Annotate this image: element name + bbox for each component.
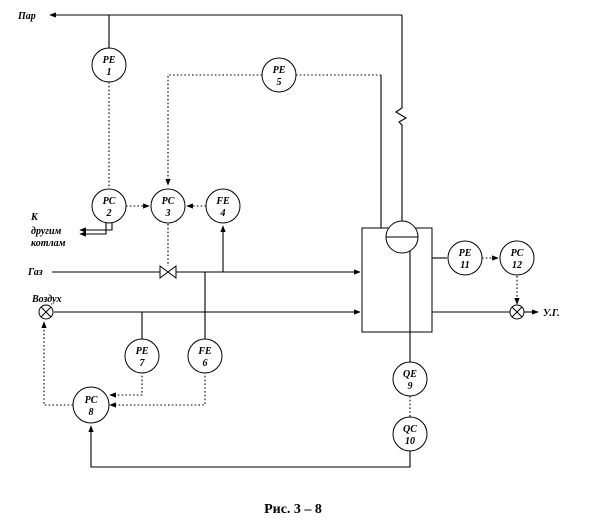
svg-text:4: 4 — [220, 208, 226, 219]
pe5-left-signal — [165, 74, 262, 186]
instrument-pe1: PE 1 — [91, 47, 127, 83]
steam-riser-line — [394, 15, 408, 222]
svg-text:6: 6 — [203, 358, 208, 369]
svg-text:PC: PC — [85, 395, 98, 406]
instrument-qc10: QC 10 — [392, 416, 428, 452]
svg-text:FE: FE — [215, 196, 230, 207]
svg-text:5: 5 — [277, 77, 282, 88]
svg-text:3: 3 — [165, 208, 171, 219]
svg-text:10: 10 — [405, 436, 415, 447]
gas-label: Газ — [27, 267, 43, 278]
svg-text:11: 11 — [460, 260, 469, 271]
instrument-qe9: QE 9 — [392, 361, 428, 397]
flue-gas-label: У.Г. — [543, 308, 560, 319]
svg-text:PE: PE — [459, 248, 472, 259]
to-other-boilers-label-1: К — [30, 212, 39, 223]
svg-text:PE: PE — [136, 346, 149, 357]
svg-text:PE: PE — [103, 55, 116, 66]
pe7-to-pc8-signal — [109, 372, 143, 398]
pc2-to-other-boilers-line-2 — [79, 223, 107, 237]
qc10-to-pc8-line — [88, 425, 411, 468]
svg-text:PC: PC — [103, 196, 116, 207]
svg-text:7: 7 — [140, 358, 146, 369]
svg-text:8: 8 — [89, 407, 94, 418]
instrument-pe7: PE 7 — [124, 338, 160, 374]
svg-text:QC: QC — [403, 424, 417, 435]
svg-text:2: 2 — [106, 208, 112, 219]
pc8-to-air-damper-signal — [41, 321, 73, 406]
svg-text:PC: PC — [511, 248, 524, 259]
gas-control-valve-icon — [159, 265, 177, 279]
figure-caption: Рис. 3 – 8 — [264, 502, 322, 517]
air-label: Воздух — [31, 294, 61, 305]
instrument-pc12: PC 12 — [499, 240, 535, 276]
flue-gas-damper-icon — [509, 304, 525, 320]
pc2-to-other-boilers-line — [79, 223, 113, 233]
steam-label: Пар — [17, 11, 36, 22]
to-other-boilers-label-3: котлам — [31, 238, 66, 249]
instrument-pe11: PE 11 — [447, 240, 483, 276]
svg-text:9: 9 — [408, 381, 413, 392]
fe6-to-pc8-signal — [109, 372, 206, 408]
svg-text:PE: PE — [273, 65, 286, 76]
instrument-pe5: PE 5 — [261, 57, 297, 93]
to-other-boilers-label-2: другим — [31, 226, 62, 237]
instrument-fe4: FE 4 — [205, 188, 241, 224]
svg-text:1: 1 — [107, 67, 112, 78]
svg-text:QE: QE — [403, 369, 417, 380]
instrument-fe6: FE 6 — [187, 338, 223, 374]
instrument-pc3: PC 3 — [150, 188, 186, 224]
instrument-pc2: PC 2 — [91, 188, 127, 224]
instrument-pc8: PC 8 — [72, 386, 110, 424]
svg-text:12: 12 — [512, 260, 522, 271]
svg-text:FE: FE — [197, 346, 212, 357]
air-damper-icon — [38, 304, 54, 320]
svg-text:PC: PC — [162, 196, 175, 207]
